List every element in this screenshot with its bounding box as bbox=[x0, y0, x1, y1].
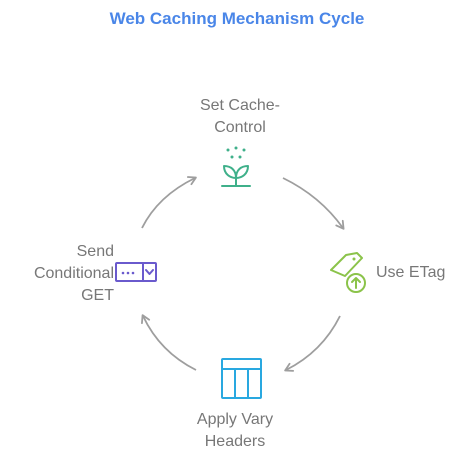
step-use-etag-label: Use ETag bbox=[376, 262, 466, 284]
arrow-top-to-right bbox=[282, 177, 345, 230]
tag-upload-icon bbox=[330, 252, 366, 293]
step-send-conditional-get-label: Send Conditional GET bbox=[4, 241, 114, 307]
arrow-right-to-bottom bbox=[284, 315, 341, 372]
sprout-icon bbox=[221, 146, 251, 187]
label-line: Set Cache- bbox=[199, 97, 281, 114]
arrow-bottom-to-left bbox=[141, 314, 197, 371]
label-line: Conditional bbox=[33, 265, 114, 282]
table-columns-icon bbox=[221, 358, 262, 399]
diagram-title: Web Caching Mechanism Cycle bbox=[109, 9, 365, 28]
dropdown-select-icon bbox=[115, 262, 157, 282]
step-apply-vary-headers-label: Apply Vary Headers bbox=[160, 409, 310, 453]
label-line: GET bbox=[81, 287, 114, 304]
arrow-left-to-top bbox=[141, 176, 197, 229]
label-line: Apply Vary bbox=[196, 411, 274, 428]
label-line: Headers bbox=[204, 433, 266, 450]
label-line: Control bbox=[214, 119, 266, 136]
label-line: Send bbox=[76, 243, 114, 260]
label-line: Use ETag bbox=[376, 264, 446, 281]
step-set-cache-control-label: Set Cache- Control bbox=[170, 95, 310, 139]
